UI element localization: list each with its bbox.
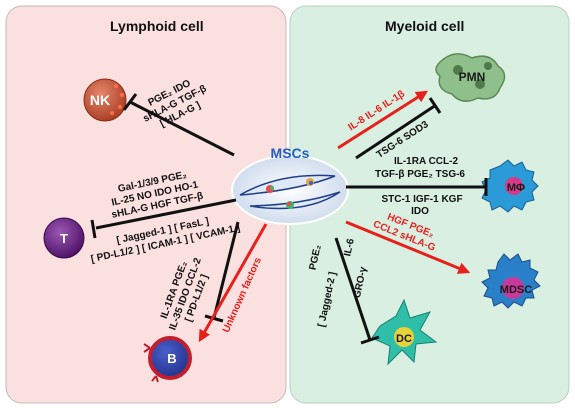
mphi-factor-4: IDO xyxy=(411,206,429,217)
dc-factor-1: PGE₂ xyxy=(308,244,324,271)
b-cell-icon xyxy=(143,336,192,383)
mphi-inhibition xyxy=(346,178,488,196)
b-unknown-arrow xyxy=(198,223,268,343)
myeloid-title: Myeloid cell xyxy=(385,18,464,34)
msc-spindle-cells xyxy=(239,174,341,210)
mphi-factor-2: TGF-β PGE₂ TSG-6 xyxy=(375,169,465,180)
dc-inhibition xyxy=(334,237,380,345)
t-label: T xyxy=(60,231,68,246)
t-cell-icon xyxy=(43,217,85,259)
dc-factor-3: IL-6 xyxy=(342,237,357,257)
pmn-inhibition xyxy=(355,97,442,160)
nk-cell-icon xyxy=(83,78,127,122)
nk-label: NK xyxy=(90,92,110,108)
b-inhibition xyxy=(204,221,240,323)
mphi-factor-1: IL-1RA CCL-2 xyxy=(394,156,459,167)
pmn-cell-icon xyxy=(435,53,506,102)
mphi-factor-3: STC-1 IGF-1 KGF xyxy=(381,194,462,205)
b-label: B xyxy=(167,351,176,366)
t-inhibition xyxy=(90,198,237,239)
msc-label: MSCs xyxy=(271,145,310,161)
mdsc-cell-icon xyxy=(481,253,541,309)
pmn-label: PMN xyxy=(459,70,486,84)
macrophage-label: MΦ xyxy=(507,182,525,194)
lymphoid-title: Lymphoid cell xyxy=(110,18,204,34)
mdsc-stimulation-arrow xyxy=(345,220,471,274)
pmn-stimulation-arrow xyxy=(337,90,429,150)
dendritic-cell-icon xyxy=(371,298,438,366)
macrophage-cell-icon xyxy=(481,159,539,213)
mdsc-label: MDSC xyxy=(500,284,532,296)
dc-label: DC xyxy=(396,333,412,345)
nk-inhibition xyxy=(122,93,235,157)
